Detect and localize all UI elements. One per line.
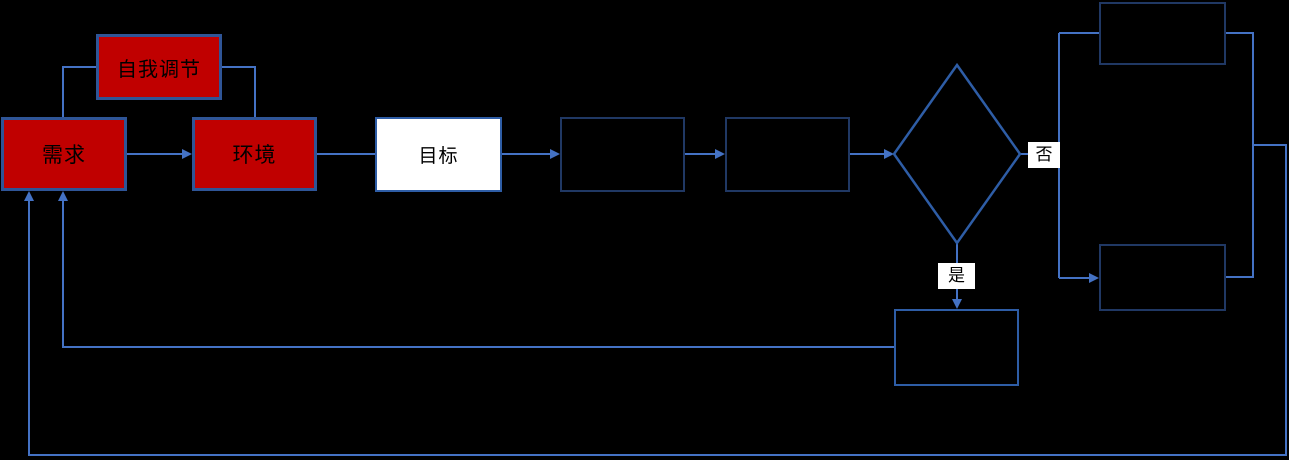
node-goal-label: 目标 (418, 145, 459, 167)
decision-diamond (892, 62, 1022, 246)
arrowhead-outer-loop-into-need (24, 191, 34, 201)
node-goal: 目标 (375, 117, 502, 192)
node-summary-bottom (894, 309, 1019, 386)
node-self-regulation-label: 自我调节 (117, 56, 201, 81)
arrowhead-into-process1 (550, 149, 560, 159)
node-need-label: 需求 (42, 143, 86, 167)
edge-label-yes-text: 是 (948, 265, 965, 286)
connector-outer-feedback-loop (28, 144, 1287, 456)
arrowhead-into-environment (182, 149, 192, 159)
connector-need-to-self-regulation (62, 66, 96, 117)
edge-label-yes: 是 (938, 263, 975, 289)
arrowhead-into-decision (884, 149, 894, 159)
node-process-2 (725, 117, 850, 192)
node-process-1 (560, 117, 685, 192)
connector-self-regulation-to-environment (222, 66, 256, 117)
arrowhead-into-mid-right-box (1089, 273, 1099, 283)
arrowhead-into-process2 (715, 149, 725, 159)
edge-label-no: 否 (1028, 142, 1060, 168)
connector-right-boxes-merge (1226, 32, 1254, 278)
node-need: 需求 (1, 117, 127, 191)
node-outcome-mid-right (1099, 244, 1226, 311)
edge-label-no-text: 否 (1035, 144, 1053, 165)
node-environment-label: 环境 (232, 143, 277, 167)
connector-summary-feedback (62, 200, 894, 348)
node-self-regulation: 自我调节 (96, 34, 222, 100)
node-environment: 环境 (192, 117, 317, 191)
arrowhead-summary-into-need (58, 191, 68, 201)
node-outcome-top-right (1099, 2, 1226, 65)
arrowhead-into-summary-box (952, 299, 962, 309)
